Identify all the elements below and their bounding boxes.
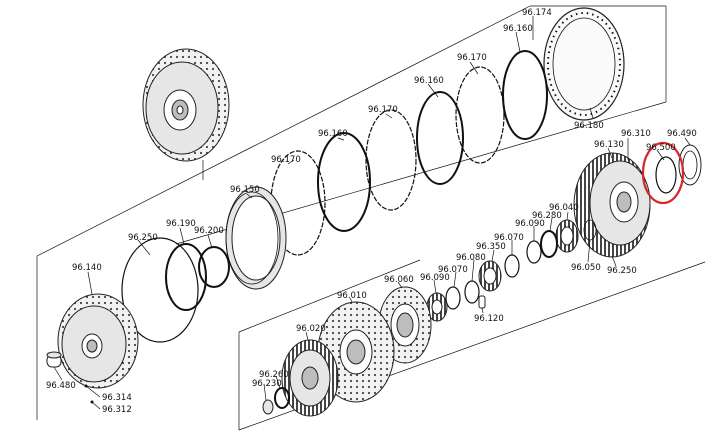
bearing-96-040 bbox=[555, 219, 579, 253]
highlight-circle bbox=[641, 141, 685, 205]
ring-96-170-c bbox=[317, 132, 371, 232]
ring-96-070-b bbox=[445, 286, 461, 310]
seal-96-200 bbox=[198, 246, 230, 288]
label-96-312: 96.312 bbox=[102, 405, 132, 415]
label-96-060: 96.060 bbox=[384, 275, 414, 285]
label-96-200: 96.200 bbox=[194, 226, 224, 236]
torque-converter bbox=[142, 48, 230, 162]
clutch-disc-96-180 bbox=[543, 7, 625, 121]
label-96-080: 96.080 bbox=[456, 253, 486, 263]
label-96-170-b: 96.170 bbox=[368, 105, 398, 115]
ring-96-500 bbox=[655, 156, 677, 194]
part-labels: 96.174 96.160 96.170 96.160 96.170 96.16… bbox=[46, 8, 697, 415]
label-96-120: 96.120 bbox=[474, 314, 504, 324]
label-96-170-c: 96.170 bbox=[271, 155, 301, 165]
ring-96-160-b bbox=[365, 109, 417, 211]
housing-96-140 bbox=[46, 293, 139, 389]
washer-96-260 bbox=[274, 387, 290, 409]
bearing-96-090-b bbox=[426, 292, 448, 322]
label-96-170-a: 96.170 bbox=[457, 53, 487, 63]
label-96-174: 96.174 bbox=[522, 8, 552, 18]
label-96-090-b: 96.090 bbox=[420, 273, 450, 283]
label-96-280: 96.280 bbox=[532, 211, 562, 221]
washer-96-090-a bbox=[526, 240, 542, 264]
label-96-310: 96.310 bbox=[621, 129, 651, 139]
clutch-drum-96-130 bbox=[573, 152, 651, 258]
label-96-090-a: 96.090 bbox=[515, 219, 545, 229]
label-96-160-c: 96.160 bbox=[318, 129, 348, 139]
label-96-490: 96.490 bbox=[667, 129, 697, 139]
ring-96-080 bbox=[464, 280, 480, 304]
piston-96-150 bbox=[225, 186, 287, 290]
label-96-160-b: 96.160 bbox=[414, 76, 444, 86]
label-96-260: 96.260 bbox=[259, 370, 289, 380]
label-96-160-a: 96.160 bbox=[503, 24, 533, 34]
label-96-040: 96.040 bbox=[549, 203, 579, 213]
ring-96-070-a bbox=[504, 254, 520, 278]
ring-96-170-b bbox=[416, 91, 464, 185]
seal-96-190 bbox=[165, 243, 207, 311]
ring-96-170-a bbox=[502, 50, 548, 140]
label-96-180: 96.180 bbox=[574, 121, 604, 131]
label-96-070-a: 96.070 bbox=[494, 233, 524, 243]
label-96-350: 96.350 bbox=[476, 242, 506, 252]
label-96-190: 96.190 bbox=[166, 219, 196, 229]
leader-lines bbox=[53, 16, 691, 410]
label-96-250-a: 96.250 bbox=[128, 233, 158, 243]
gear-96-020 bbox=[281, 339, 339, 417]
pin-96-120 bbox=[478, 295, 486, 309]
label-96-314: 96.314 bbox=[102, 393, 132, 403]
label-96-150: 96.150 bbox=[230, 185, 260, 195]
washer-96-280 bbox=[540, 230, 558, 258]
label-96-250-b: 96.250 bbox=[607, 266, 637, 276]
seal-96-250 bbox=[121, 237, 199, 343]
label-96-020: 96.020 bbox=[296, 324, 326, 334]
label-96-140: 96.140 bbox=[72, 263, 102, 273]
label-96-130: 96.130 bbox=[594, 140, 624, 150]
label-96-500: 96.500 bbox=[646, 143, 676, 153]
ring-96-160-a bbox=[455, 66, 505, 164]
label-96-070-b: 96.070 bbox=[438, 265, 468, 275]
label-96-010: 96.010 bbox=[337, 291, 367, 301]
label-96-050: 96.050 bbox=[571, 263, 601, 273]
washer-96-230 bbox=[262, 399, 274, 415]
label-96-480: 96.480 bbox=[46, 381, 76, 391]
label-96-230: 96.230 bbox=[252, 379, 282, 389]
gear-96-350 bbox=[478, 260, 502, 292]
